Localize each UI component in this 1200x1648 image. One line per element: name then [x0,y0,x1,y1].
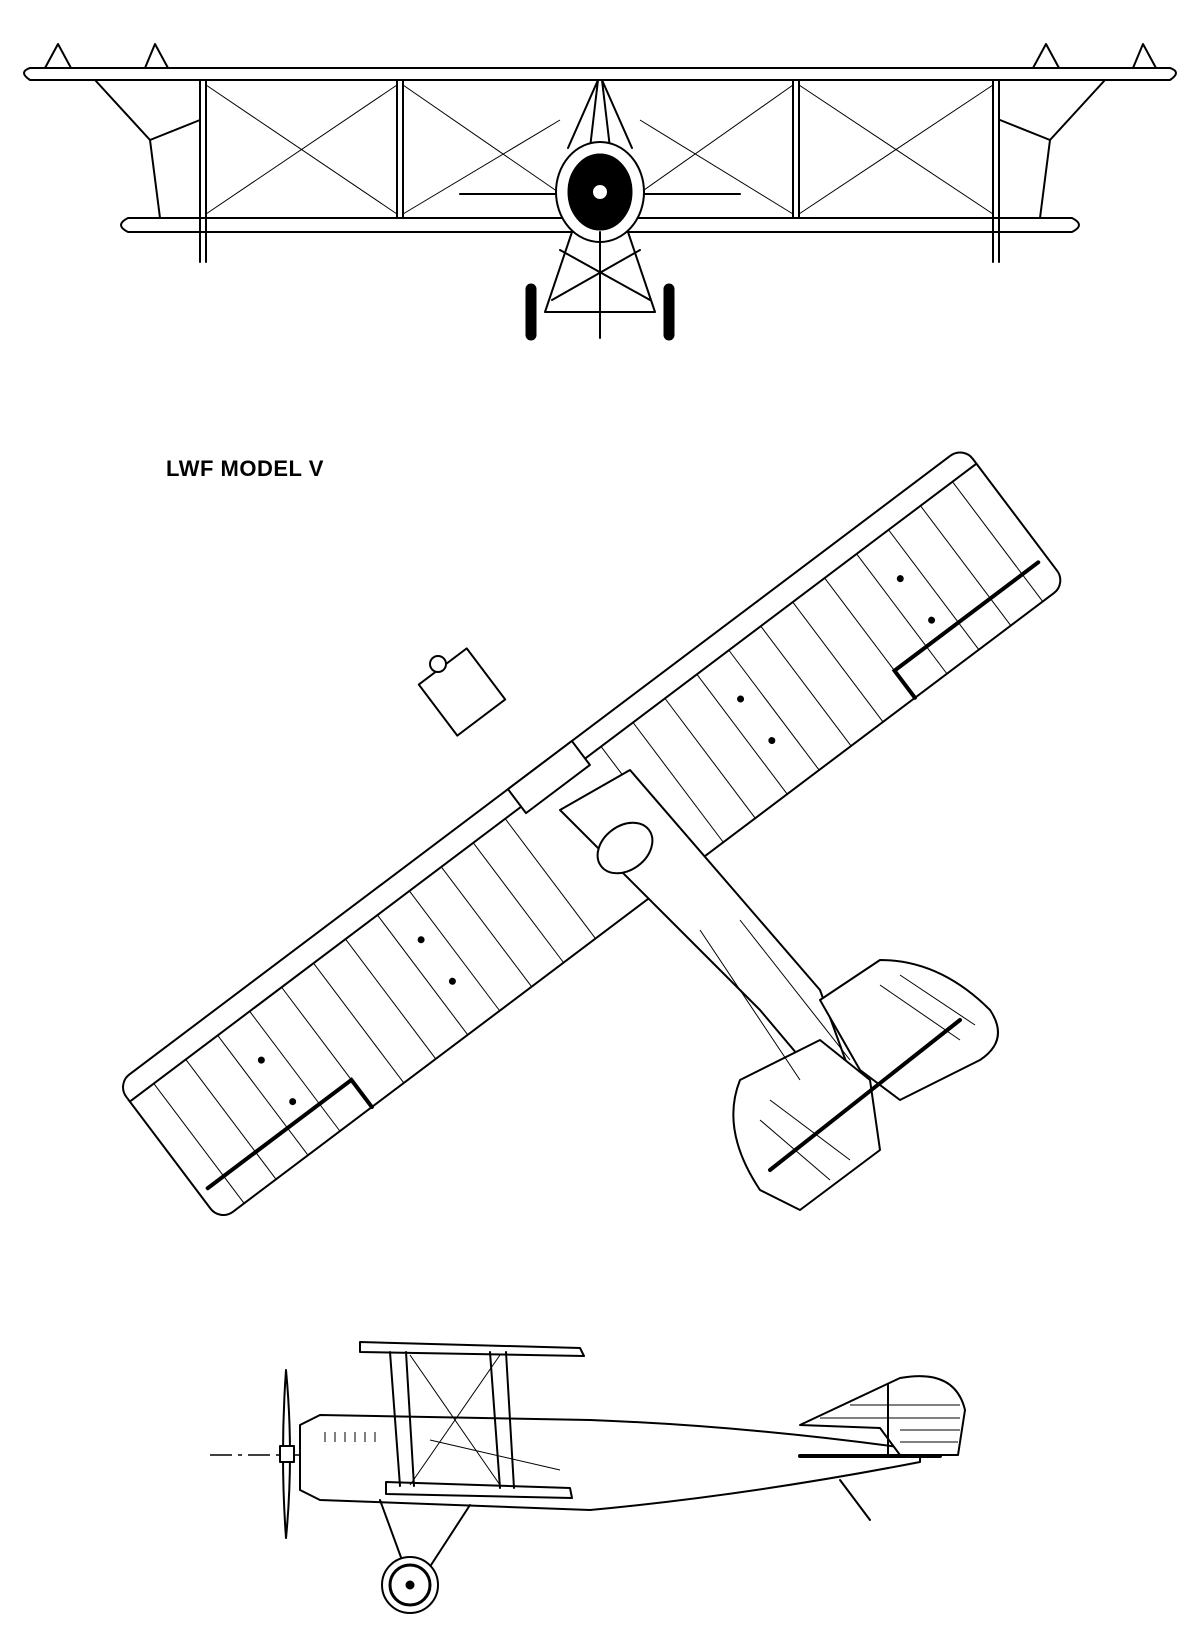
plan-cockpit [596,821,654,875]
front-right-wheel [663,283,675,341]
front-cabane-struts [567,79,633,149]
side-interplane-struts [389,1351,515,1489]
plan-tail-bracing [699,919,851,1081]
side-bracing-wires [409,1354,561,1486]
drawing-title: LWF MODEL V [166,456,324,481]
side-tail-skid [839,1479,871,1521]
side-wheel-hub [405,1580,415,1590]
side-wheel-spokes [388,1563,432,1607]
front-interplane-struts [199,79,1000,263]
plan-propeller-hub [429,655,447,673]
side-fin-rudder [799,1375,966,1456]
front-undercarriage [544,231,656,339]
side-propeller-hub [279,1445,295,1463]
side-rudder-ribs [820,1404,960,1443]
side-upper-wing [359,1341,585,1357]
plan-right-aileron-outline [891,560,1041,700]
side-lower-wing [385,1481,573,1499]
front-tip-posts-left [44,43,169,69]
front-propeller-hub [591,183,609,201]
side-exhaust-stacks [324,1432,376,1442]
front-outer-bracing [94,79,1106,219]
plan-elevator-hinge [768,1018,962,1172]
plan-tailplane-right [819,959,999,1101]
front-tip-posts-right [1032,43,1157,69]
plan-left-aileron-outline [205,1077,374,1191]
plan-strut-points [257,575,936,1106]
front-left-wheel [525,283,537,341]
plan-view [122,451,1062,1216]
front-view [23,43,1177,341]
side-fuselage [299,1414,921,1511]
front-upper-wing [23,67,1177,81]
plan-wing-ribs [153,481,1044,1204]
side-view [210,1341,966,1614]
plan-center-section [506,739,591,815]
